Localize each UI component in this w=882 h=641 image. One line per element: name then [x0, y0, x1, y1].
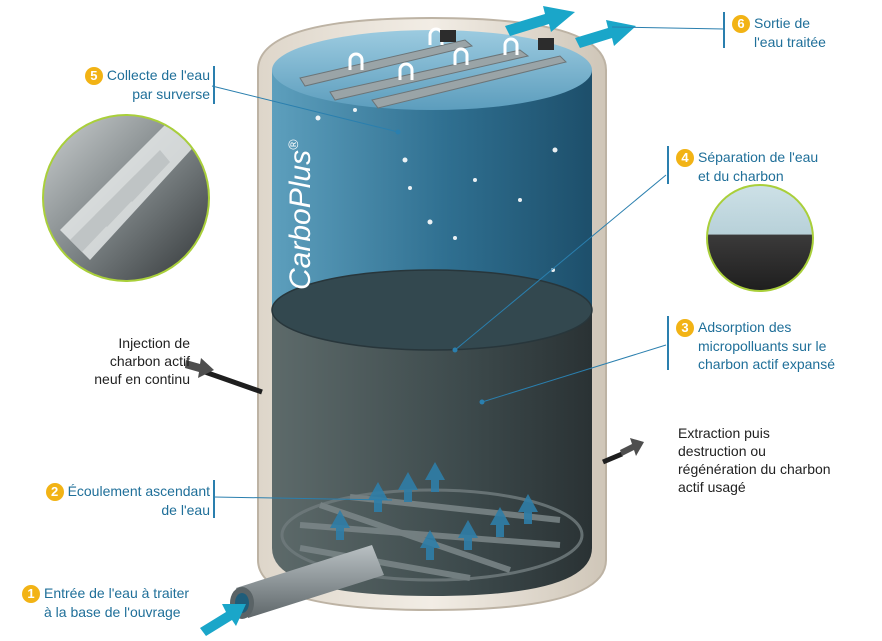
outlet-arrow-icon [505, 6, 575, 36]
trough-detail-photo [42, 114, 210, 282]
step-badge: 4 [676, 149, 694, 168]
extraction-pipe [602, 451, 623, 465]
extraction-note: Extraction puis destruction ou régénérat… [678, 425, 831, 495]
step-badge: 1 [22, 585, 40, 604]
overflow-troughs [299, 39, 567, 109]
injection-note: Injection de charbon actif neuf en conti… [94, 335, 190, 387]
inlet-pipe [200, 545, 384, 636]
step-badge: 5 [84, 67, 103, 86]
upflow-arrows [330, 462, 538, 560]
step-badge: 3 [676, 319, 694, 338]
leader-lines [211, 26, 725, 501]
extraction-arrow-icon [620, 438, 644, 456]
injection-arrow-icon [185, 358, 214, 378]
step-badge: 6 [732, 15, 750, 34]
carbon-bed-top [272, 270, 592, 350]
carbon-separation-photo [706, 184, 814, 292]
water-column [272, 70, 592, 310]
outlet-arrow-icon [575, 20, 636, 48]
brand-logo: CarboPlus® [284, 139, 317, 290]
carbon-bed [272, 310, 592, 596]
step-badge: 2 [45, 483, 64, 502]
injection-pipe [204, 369, 263, 395]
label-ticks [213, 12, 725, 518]
